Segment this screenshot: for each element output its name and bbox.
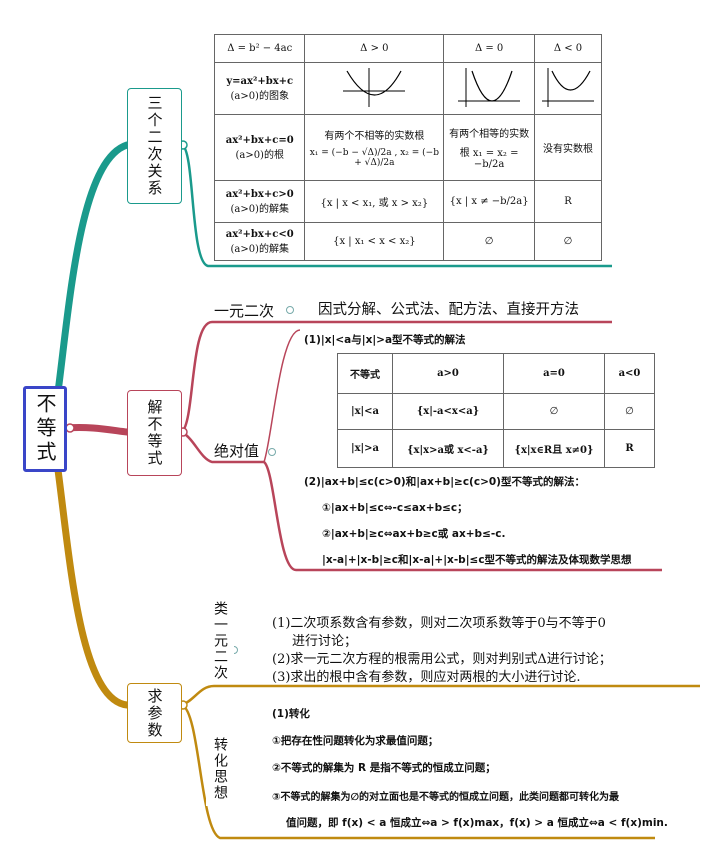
branch-solve[interactable]: 解不等式: [127, 390, 182, 476]
branch-param[interactable]: 求参数: [127, 683, 182, 743]
rel-roots-label-2: (a>0)的根: [235, 149, 284, 161]
abs-item-2: ②|ax+b|≥c⇔ax+b≥c或 ax+b≤-c.: [322, 528, 506, 540]
abs-row1-neg: ∅: [604, 393, 655, 430]
transform-line-1: (1)转化: [272, 708, 310, 720]
branch-param-label: 求参数: [145, 687, 164, 739]
abs-title-1: (1)|x|<a与|x|>a型不等式的解法: [304, 334, 466, 346]
abs-label[interactable]: 绝对值: [214, 442, 260, 460]
root-label: 不等式: [33, 393, 57, 465]
rel-header-neg: Δ < 0: [534, 34, 602, 63]
lt-neg-cell: ∅: [534, 222, 602, 261]
rel-graph-label-2: (a>0)的图象: [230, 90, 289, 102]
rel-lt-label-1: ax²+bx+c<0: [225, 228, 294, 240]
roots-equal-cell: 有两个相等的实数 根 x₁ = x₂ = −b/2a: [443, 114, 535, 181]
rel-lt-label-2: (a>0)的解集: [230, 243, 289, 255]
abs-row1-ineq: |x|<a: [337, 393, 393, 430]
abs-header-ineq: 不等式: [337, 353, 393, 394]
rel-gt-label-1: ax²+bx+c>0: [225, 188, 294, 200]
abs-row2-zero: {x|x∈R且 x≠0}: [503, 429, 605, 468]
classA-label[interactable]: 类一元二次: [206, 598, 234, 684]
rel-graph-label: y=ax²+bx+c (a>0)的图象: [213, 62, 306, 115]
classA-label-text: 类一元二次: [212, 601, 228, 681]
transform-line-5: 值问题，即 f(x) < a 恒成立⇔a > f(x)max，f(x) > a …: [286, 817, 668, 829]
parabola-no-root-graph: [542, 68, 594, 107]
abs-header-zero: a=0: [503, 353, 605, 394]
rel-header-delta: Δ = b² − 4ac: [213, 34, 306, 63]
abs-header-pos: a>0: [392, 353, 504, 394]
classA-line-3: (2)求一元二次方程的根需用公式，则对判别式Δ进行讨论；: [272, 652, 612, 667]
classA-line-4: (3)求出的根中含有参数，则应对两根的大小进行讨论.: [272, 670, 581, 685]
rel-graph-label-1: y=ax²+bx+c: [226, 75, 294, 87]
gt-zero-cell: {x | x ≠ −b/2a}: [443, 180, 535, 223]
abs-row1-pos: {x|-a<x<a}: [392, 393, 504, 430]
transform-line-2: ①把存在性问题转化为求最值问题；: [272, 735, 439, 747]
roots-two-title: 有两个不相等的实数根: [324, 131, 425, 142]
roots-none-cell: 没有实数根: [534, 114, 602, 181]
lt-pos-cell: {x | x₁ < x < x₂}: [304, 222, 445, 261]
rel-header-zero: Δ = 0: [443, 34, 535, 63]
classA-line-2: 进行讨论；: [292, 634, 358, 649]
gt-neg-cell: R: [534, 180, 602, 223]
quadratic-label[interactable]: 一元二次: [214, 302, 275, 320]
quadratic-methods: 因式分解、公式法、配方法、直接开方法: [318, 302, 579, 318]
parabola-one-root-graph: [458, 68, 521, 107]
classA-line-1: (1)二次项系数含有参数，则对二次项系数等于0与不等于0: [272, 616, 606, 631]
rel-gt-label: ax²+bx+c>0 (a>0)的解集: [213, 180, 306, 223]
transform-label-text: 转化思想: [212, 737, 228, 801]
abs-table: 不等式 a>0 a=0 a<0 |x|<a {x|-a<x<a} ∅ ∅ |x|…: [337, 353, 655, 468]
graph-no-root: [534, 62, 602, 115]
abs-row2-pos: {x|x>a或 x<-a}: [392, 429, 504, 468]
roots-two-cell: 有两个不相等的实数根 x₁ = (−b − √Δ)/2a , x₂ = (−b …: [304, 114, 445, 181]
abs-row2-neg: R: [604, 429, 655, 468]
branch-relation[interactable]: 三个二次关系: [127, 88, 182, 204]
roots-equal-formula: 根 x₁ = x₂ = −b/2a: [459, 148, 519, 170]
lt-zero-cell: ∅: [443, 222, 535, 261]
transform-line-3: ②不等式的解集为 R 是指不等式的恒成立问题；: [272, 762, 496, 774]
abs-item-3: |x-a|+|x-b|≥c和|x-a|+|x-b|≤c型不等式的解法及体现数学思…: [322, 554, 632, 566]
branch-solve-label: 解不等式: [145, 399, 164, 467]
relation-table: Δ = b² − 4ac Δ > 0 Δ = 0 Δ < 0 y=ax²+bx+…: [213, 34, 602, 261]
parabola-two-roots-graph: [343, 68, 406, 107]
gt-pos-cell: {x | x < x₁, 或 x > x₂}: [304, 180, 445, 223]
roots-two-formula: x₁ = (−b − √Δ)/2a , x₂ = (−b + √Δ)/2a: [309, 148, 439, 168]
abs-row2-ineq: |x|>a: [337, 429, 393, 468]
transform-label[interactable]: 转化思想: [206, 732, 234, 806]
rel-roots-label: ax²+bx+c=0 (a>0)的根: [213, 114, 306, 181]
abs-row1-zero: ∅: [503, 393, 605, 430]
branch-relation-label: 三个二次关系: [145, 95, 164, 197]
abs-item-1: ①|ax+b|≤c⇔-c≤ax+b≤c；: [322, 502, 468, 514]
graph-two-roots: [304, 62, 445, 115]
rel-roots-label-1: ax²+bx+c=0: [225, 134, 294, 146]
rel-lt-label: ax²+bx+c<0 (a>0)的解集: [213, 222, 306, 261]
root-node[interactable]: 不等式: [23, 386, 67, 472]
abs-header-neg: a<0: [604, 353, 655, 394]
graph-one-root: [443, 62, 535, 115]
roots-equal-title: 有两个相等的实数: [449, 129, 530, 140]
rel-header-pos: Δ > 0: [304, 34, 445, 63]
transform-line-4: ③不等式的解集为∅的对立面也是不等式的恒成立问题，此类问题都可转化为最: [272, 792, 620, 803]
abs-title-2: (2)|ax+b|≤c(c>0)和|ax+b|≥c(c>0)型不等式的解法：: [304, 476, 585, 488]
rel-gt-label-2: (a>0)的解集: [230, 203, 289, 215]
